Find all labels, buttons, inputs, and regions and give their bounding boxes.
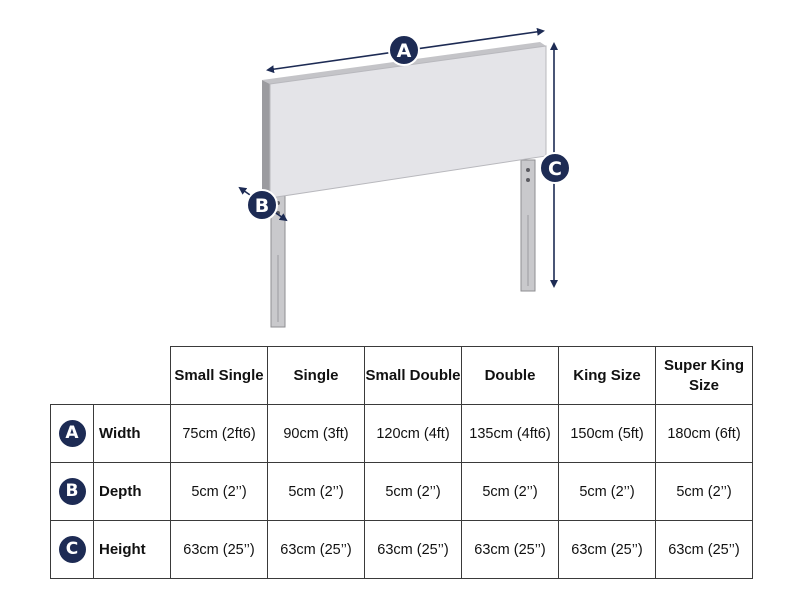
row-letter-cell: A (50, 404, 94, 463)
column-header: King Size (558, 346, 656, 405)
marker-b: B (246, 189, 278, 221)
table-row-depth: B Depth 5cm (2’’) 5cm (2’’) 5cm (2’’) 5c… (50, 462, 753, 521)
size-table: Small Single Single Small Double Double … (50, 346, 753, 579)
row-letter-cell: C (50, 520, 94, 579)
table-cell: 135cm (4ft6) (461, 404, 559, 463)
table-row-height: C Height 63cm (25’’) 63cm (25’’) 63cm (2… (50, 520, 753, 579)
table-cell: 75cm (2ft6) (170, 404, 268, 463)
svg-text:A: A (397, 40, 412, 62)
letter-badge: C (58, 536, 86, 563)
row-letter-cell: B (50, 462, 94, 521)
table-header-row: Small Single Single Small Double Double … (51, 346, 753, 405)
table-cell: 63cm (25’’) (461, 520, 559, 579)
table-cell: 5cm (2’’) (655, 462, 753, 521)
headboard-diagram: A B C (238, 27, 571, 328)
table-row-width: A Width 75cm (2ft6) 90cm (3ft) 120cm (4f… (50, 404, 753, 463)
table-cell: 63cm (25’’) (655, 520, 753, 579)
table-cell: 63cm (25’’) (364, 520, 462, 579)
marker-c: C (539, 152, 571, 184)
table-cell: 5cm (2’’) (267, 462, 365, 521)
table-cell: 5cm (2’’) (170, 462, 268, 521)
table-cell: 5cm (2’’) (461, 462, 559, 521)
table-cell: 180cm (6ft) (655, 404, 753, 463)
row-label: Depth (93, 462, 171, 521)
table-cell: 150cm (5ft) (558, 404, 656, 463)
table-corner (51, 347, 171, 405)
row-label: Width (93, 404, 171, 463)
marker-a: A (388, 34, 420, 66)
column-header: Single (267, 346, 365, 405)
column-header: Double (461, 346, 559, 405)
table-cell: 63cm (25’’) (170, 520, 268, 579)
right-leg (520, 159, 536, 292)
column-header: Small Double (364, 346, 462, 405)
column-header: Super King Size (655, 346, 753, 405)
table-cell: 63cm (25’’) (558, 520, 656, 579)
letter-badge: A (58, 420, 86, 447)
table-cell: 5cm (2’’) (558, 462, 656, 521)
table-cell: 63cm (25’’) (267, 520, 365, 579)
row-label: Height (93, 520, 171, 579)
svg-text:C: C (548, 158, 562, 180)
column-header: Small Single (170, 346, 268, 405)
table-cell: 120cm (4ft) (364, 404, 462, 463)
svg-text:B: B (255, 195, 269, 217)
table-cell: 90cm (3ft) (267, 404, 365, 463)
letter-badge: B (58, 478, 86, 505)
table-cell: 5cm (2’’) (364, 462, 462, 521)
